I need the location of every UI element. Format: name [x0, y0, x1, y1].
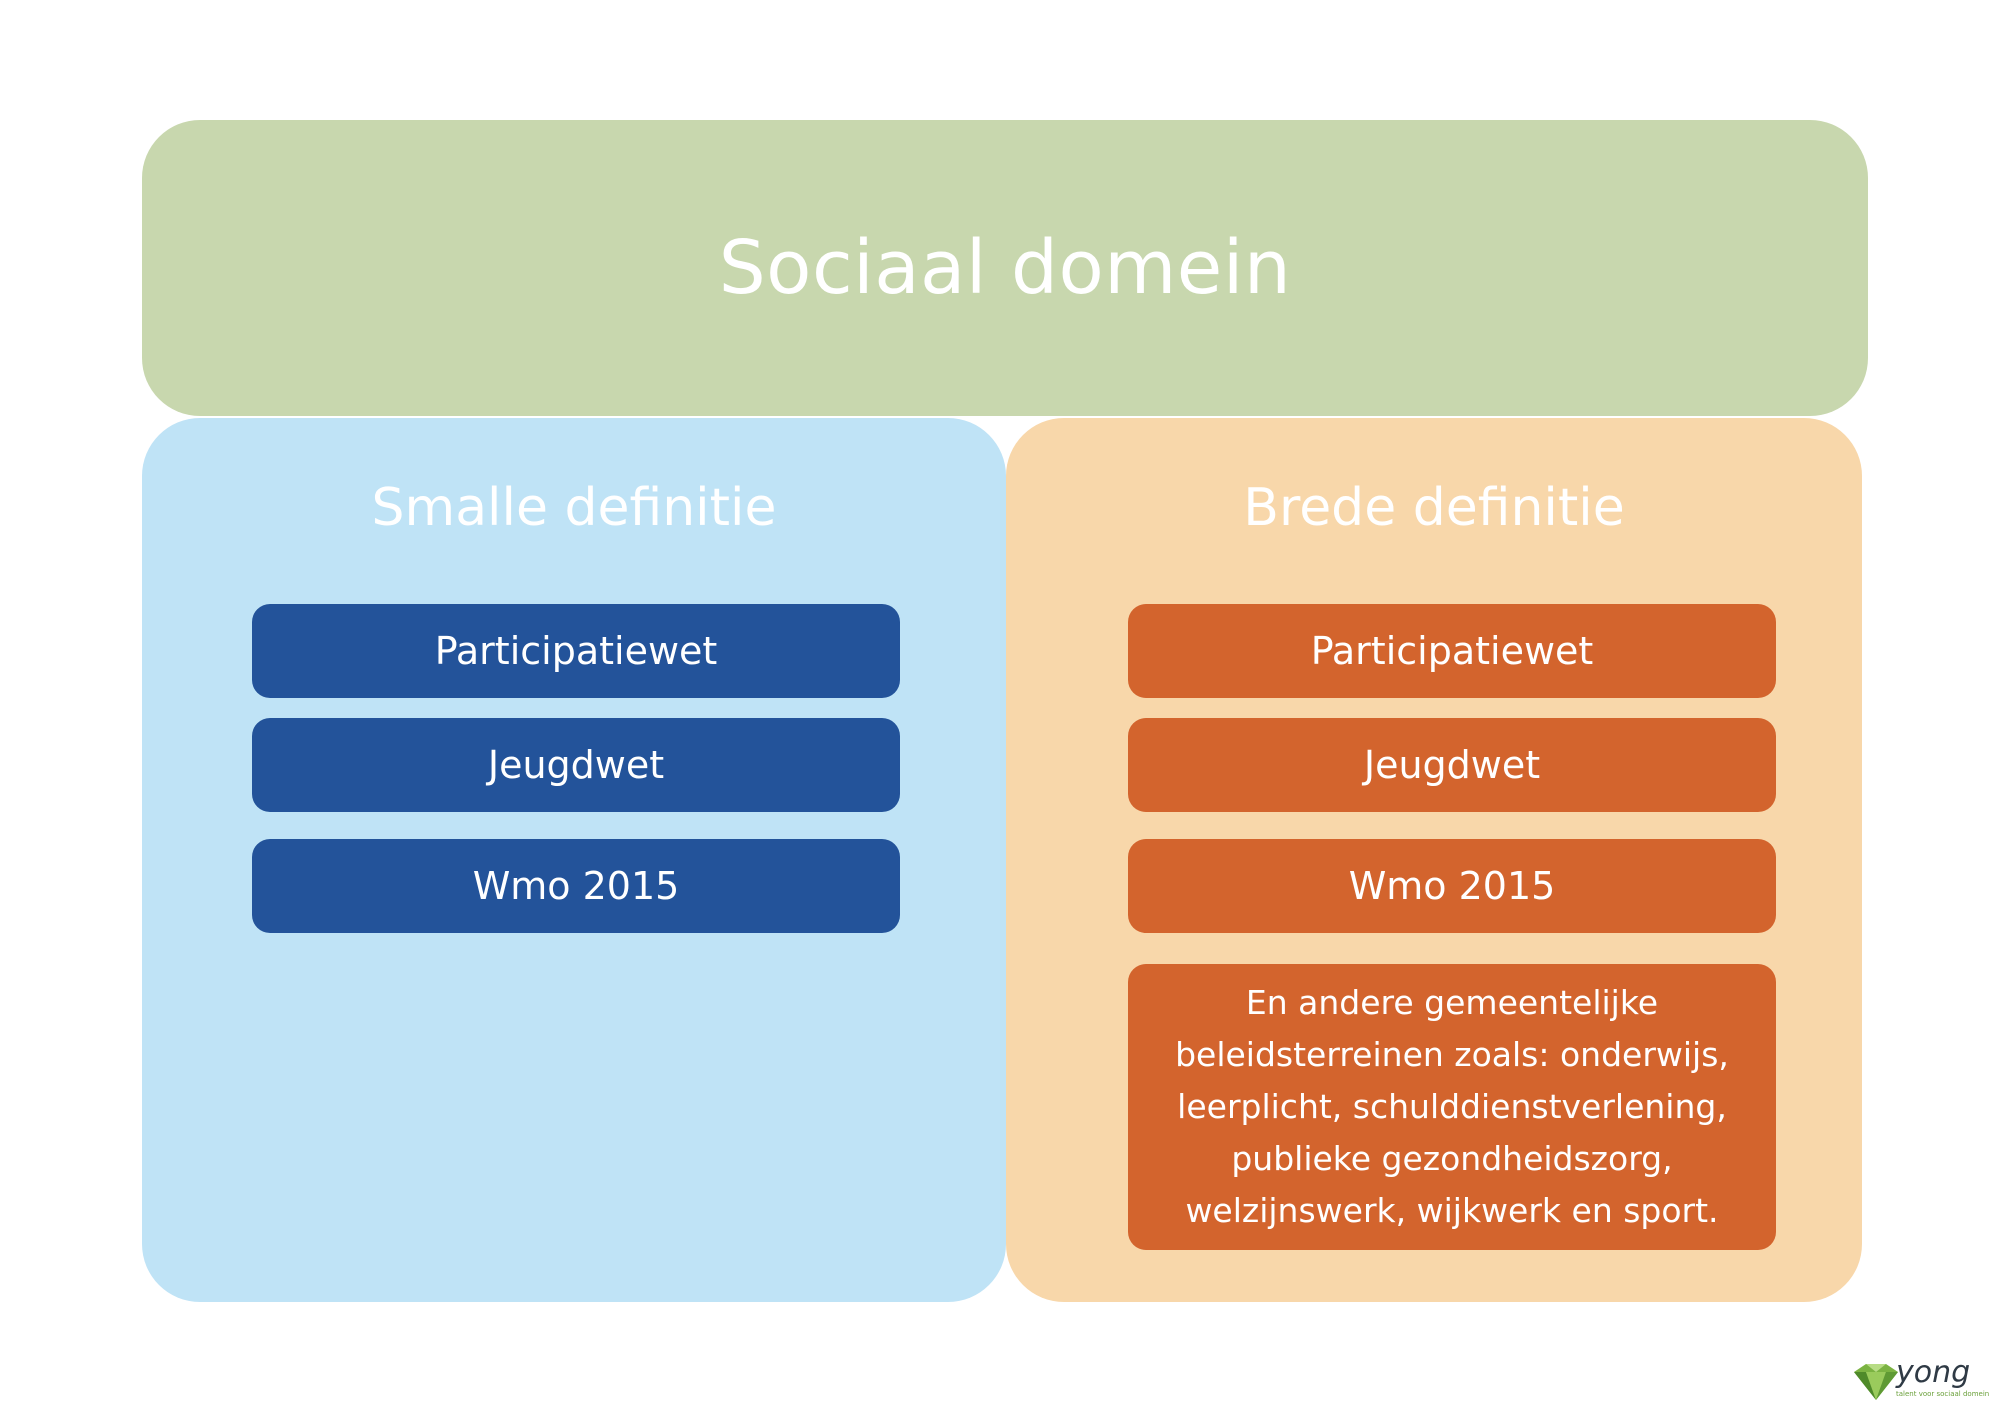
narrow-item-wmo: Wmo 2015	[252, 839, 900, 933]
broad-item-jeugdwet: Jeugdwet	[1128, 718, 1776, 812]
broad-extra-line: beleidsterreinen zoals: onderwijs,	[1175, 1035, 1729, 1074]
narrow-definition-title: Smalle definitie	[371, 478, 777, 538]
logo-tagline: talent voor sociaal domein	[1896, 1390, 1990, 1398]
broad-item-other-policy: En andere gemeentelijke beleidsterreinen…	[1128, 964, 1776, 1250]
narrow-item-participatiewet: Participatiewet	[252, 604, 900, 698]
broad-extra-line: leerplicht, schulddienstverlening,	[1177, 1087, 1727, 1126]
broad-item-label: Wmo 2015	[1348, 864, 1556, 908]
diagram-title: Sociaal domein	[718, 225, 1292, 311]
broad-item-participatiewet: Participatiewet	[1128, 604, 1776, 698]
yong-logo: yong talent voor sociaal domein	[1852, 1355, 1989, 1404]
broad-extra-line: En andere gemeentelijke	[1245, 983, 1659, 1022]
broad-item-wmo: Wmo 2015	[1128, 839, 1776, 933]
broad-extra-line: publieke gezondheidszorg,	[1231, 1139, 1673, 1178]
broad-item-label: Participatiewet	[1310, 629, 1594, 673]
broad-item-label: Jeugdwet	[1363, 743, 1541, 787]
narrow-definition-panel: Smalle definitie Participatiewet Jeugdwe…	[142, 418, 1006, 1302]
narrow-item-jeugdwet: Jeugdwet	[252, 718, 900, 812]
diamond-logo-icon	[1854, 1364, 1898, 1400]
narrow-item-label: Wmo 2015	[472, 864, 680, 908]
narrow-item-label: Participatiewet	[434, 629, 718, 673]
broad-extra-line: welzijnswerk, wijkwerk en sport.	[1185, 1191, 1719, 1230]
logo-wordmark: yong	[1896, 1355, 1971, 1390]
narrow-item-label: Jeugdwet	[487, 743, 665, 787]
broad-definition-title: Brede definitie	[1243, 478, 1625, 538]
header-banner: Sociaal domein	[142, 120, 1868, 416]
broad-definition-panel: Brede definitie Participatiewet Jeugdwet…	[1006, 418, 1862, 1302]
